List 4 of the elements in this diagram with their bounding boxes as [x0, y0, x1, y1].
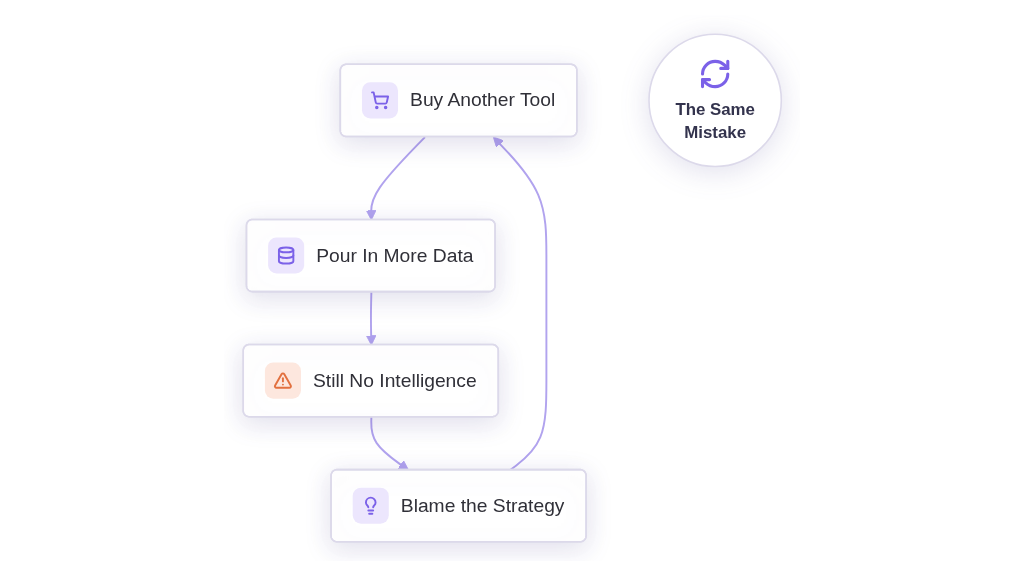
arrow [365, 291, 377, 346]
node-circle: The Same Mistake [647, 33, 782, 168]
arrow [365, 136, 426, 221]
arrow [370, 416, 409, 471]
